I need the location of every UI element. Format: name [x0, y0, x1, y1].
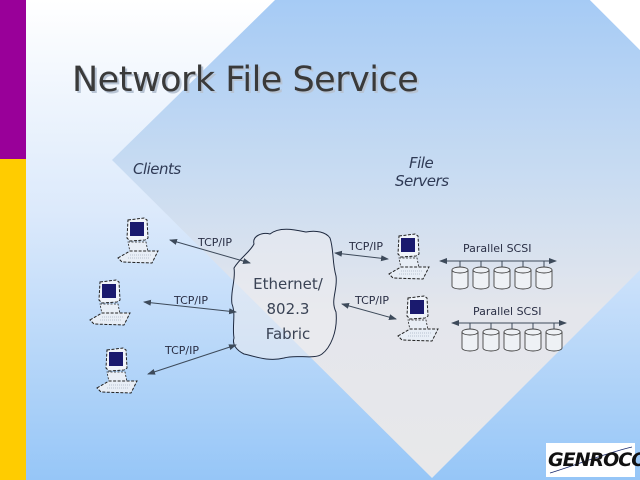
- fabric-label-line1: Ethernet/: [253, 275, 323, 293]
- accent-bar-purple: [0, 0, 26, 159]
- client-link-label: TCP/IP: [174, 294, 208, 307]
- clients-label: Clients: [133, 160, 181, 178]
- accent-bar-yellow: [0, 159, 26, 480]
- server-link-label: TCP/IP: [349, 240, 383, 253]
- client-link-arrow: [143, 299, 237, 315]
- background-corner: [590, 0, 640, 50]
- disk-drive-icon: [461, 328, 479, 352]
- client-computer-icon: [89, 279, 131, 326]
- slide-title: Network File Service: [72, 60, 419, 100]
- server-link-arrow: [334, 250, 389, 262]
- client-computer-icon: [117, 217, 159, 264]
- client-link-label: TCP/IP: [165, 344, 199, 357]
- logo-text: GENROCO: [548, 449, 640, 471]
- disk-drive-icon: [451, 266, 469, 290]
- company-logo: GENROCO: [546, 443, 640, 477]
- servers-label-line2: Servers: [395, 172, 449, 190]
- fabric-label-line2: 802.3: [266, 300, 310, 318]
- client-link-arrow: [147, 344, 237, 375]
- background-diamond: [112, 0, 640, 478]
- disk-drive-icon: [514, 266, 532, 290]
- server-computer-icon: [388, 233, 430, 280]
- disk-drive-icon: [524, 328, 542, 352]
- server-computer-icon: [397, 295, 439, 342]
- scsi-bus-label: Parallel SCSI: [463, 242, 532, 255]
- client-link-arrow: [169, 239, 251, 264]
- disk-drive-icon: [503, 328, 521, 352]
- disk-drive-icon: [472, 266, 490, 290]
- client-computer-icon: [96, 347, 138, 394]
- scsi-bus-label: Parallel SCSI: [473, 305, 542, 318]
- disk-drive-icon: [493, 266, 511, 290]
- disk-drive-icon: [545, 328, 563, 352]
- disk-drive-icon: [482, 328, 500, 352]
- logo-swoosh-icon: [549, 446, 633, 474]
- servers-label-line1: File: [409, 154, 434, 172]
- server-link-label: TCP/IP: [355, 294, 389, 307]
- client-link-label: TCP/IP: [198, 236, 232, 249]
- server-link-arrow: [341, 302, 397, 321]
- disk-drive-icon: [535, 266, 553, 290]
- fabric-label-line3: Fabric: [265, 325, 311, 343]
- fabric-label: Ethernet/ 802.3 Fabric: [246, 272, 330, 347]
